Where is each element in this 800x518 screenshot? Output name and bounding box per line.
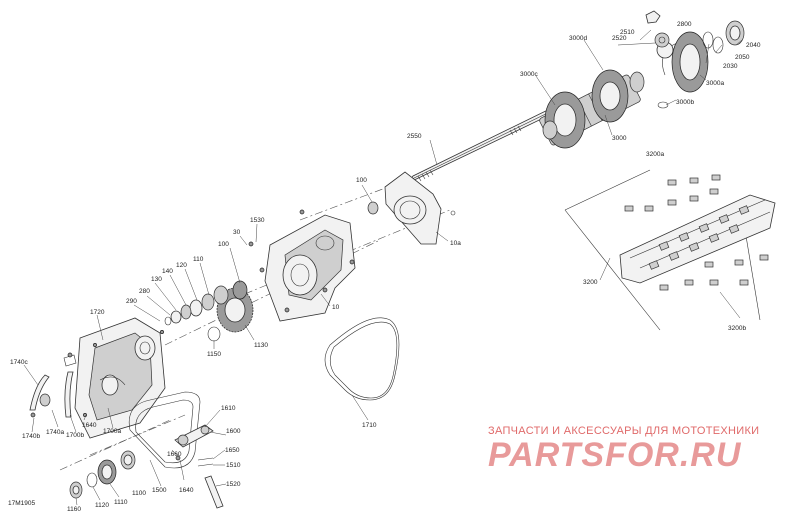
shaft-spline — [417, 125, 522, 182]
part-label: 1710 — [362, 422, 377, 429]
part-label: 3000a — [706, 80, 724, 87]
part-label: 1150 — [207, 351, 221, 358]
part-label: 280 — [139, 288, 150, 295]
bracket-plate — [367, 171, 456, 245]
part-label: 2030 — [723, 63, 738, 70]
gear — [232, 280, 248, 300]
drive-chain — [128, 391, 201, 469]
gasket — [324, 317, 400, 401]
part-label: 100 — [218, 241, 229, 248]
part-label: 1740a — [46, 429, 64, 436]
leader-lines — [23, 29, 743, 506]
part-label: 2550 — [407, 133, 422, 140]
part-label: 1600 — [226, 428, 241, 435]
watermark: ЗАПЧАСТИ И АКСЕССУАРЫ ДЛЯ МОТОТЕХНИКИ PA… — [488, 425, 759, 474]
breather-hose — [29, 352, 77, 418]
part-label: 1660 — [167, 451, 182, 458]
lower-bearings — [69, 450, 136, 499]
watermark-tagline: ЗАПЧАСТИ И АКСЕССУАРЫ ДЛЯ МОТОТЕХНИКИ — [488, 425, 759, 437]
track-cleats — [619, 194, 776, 284]
seal — [367, 201, 379, 215]
part-label: 1160 — [67, 506, 81, 513]
part-label: 1530 — [250, 217, 265, 224]
part-label: 1500 — [152, 487, 167, 494]
gear-stack — [164, 280, 254, 342]
tensioner-rod — [204, 475, 224, 509]
part-label: 1110 — [114, 499, 128, 506]
bracket — [645, 10, 661, 24]
part-label: 110 — [193, 256, 204, 263]
cleat-row-top — [624, 174, 721, 212]
cleat-row-bottom — [659, 254, 769, 291]
part-label: 3000 — [612, 135, 627, 142]
part-label: 2040 — [746, 42, 761, 49]
watermark-brand: PARTSFOR.RU — [488, 436, 742, 474]
part-label: 140 — [162, 268, 173, 275]
part-label: 1130 — [254, 342, 268, 349]
part-label: 1720 — [90, 309, 105, 316]
part-label: 290 — [126, 298, 137, 305]
part-label: 3200b — [728, 325, 746, 332]
part-label: 1740b — [22, 433, 40, 440]
part-label: 120 — [176, 262, 187, 269]
part-label: 1640 — [179, 487, 194, 494]
part-label: 2800 — [677, 21, 692, 28]
part-label: 2520 — [612, 35, 627, 42]
sprocket-end-parts — [645, 10, 745, 109]
part-label: 1640 — [82, 422, 97, 429]
sprocket-assembly — [539, 69, 645, 149]
circlip — [207, 326, 221, 342]
part-label: 3000c — [520, 71, 538, 78]
part-label: 2050 — [735, 54, 750, 61]
part-label: 1120 — [95, 502, 109, 509]
part-label: 1510 — [226, 462, 241, 469]
part-label: 1740c — [10, 359, 28, 366]
part-label: 1100 — [132, 490, 146, 497]
chaincase-cover — [74, 317, 166, 439]
part-label: 1610 — [221, 405, 236, 412]
reference-code: 17M1905 — [8, 500, 35, 507]
chaincase-housing — [248, 209, 356, 322]
part-label: 3200a — [646, 151, 664, 158]
part-label: 3000d — [569, 35, 587, 42]
part-label: 3200 — [583, 279, 598, 286]
part-label: 1650 — [225, 447, 240, 454]
part-label: 10a — [450, 240, 461, 247]
part-label: 10 — [332, 304, 340, 311]
part-label: 2510 — [620, 29, 635, 36]
tensioner — [174, 424, 224, 509]
part-labels: 2510 2800 2520 3000d 2040 2050 2030 3000… — [10, 21, 761, 513]
part-label: 1700b — [66, 432, 84, 439]
part-label: 1700a — [103, 428, 121, 435]
part-label: 3000b — [676, 99, 694, 106]
part-label: 30 — [233, 229, 241, 236]
part-label: 130 — [151, 276, 162, 283]
part-label: 100 — [356, 177, 367, 184]
part-label: 1520 — [226, 481, 241, 488]
